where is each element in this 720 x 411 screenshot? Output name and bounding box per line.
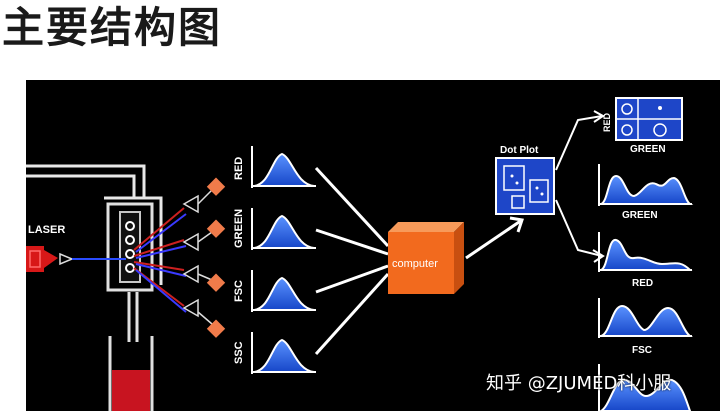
arrow-to-dotplot (465, 216, 524, 260)
output-histogram-red: RED (598, 232, 693, 289)
fluidics-tubing (26, 164, 163, 285)
flow-cell (106, 202, 154, 292)
output-label-2: GREEN (622, 210, 658, 221)
detector-label-red: RED (233, 157, 245, 180)
histogram-ssc (251, 332, 316, 374)
output-label-1: GREEN (630, 144, 666, 155)
detector-fsc (182, 264, 226, 292)
output-histogram-ssc (598, 364, 692, 411)
detector-label-ssc: SSC (233, 341, 245, 364)
output-label-3: RED (632, 278, 653, 289)
laser-source: LASER (26, 224, 126, 272)
histogram-red (251, 146, 316, 188)
diagram-canvas: LASER (26, 97, 694, 411)
computer-box: computer (388, 222, 464, 294)
watermark: 知乎 @ZJUMED科小服 (486, 373, 672, 394)
flow-cytometer-diagram: LASER (26, 80, 720, 411)
output-quadrant-plot: RED GREEN (602, 97, 683, 155)
detector-red (182, 177, 226, 214)
output-scatter-ylabel: RED (602, 112, 612, 132)
dot-plot-label: Dot Plot (500, 145, 539, 156)
slide-title: 主要结构图 (2, 3, 223, 52)
histogram-fsc (251, 270, 316, 312)
laser-label: LASER (28, 224, 65, 236)
histogram-green (251, 208, 316, 250)
detector-label-fsc: FSC (233, 280, 245, 302)
computer-label: computer (392, 258, 438, 270)
detector-green (182, 219, 226, 252)
signal-lines (314, 166, 390, 356)
output-histogram-green: GREEN (598, 164, 694, 221)
detector-label-green: GREEN (233, 209, 245, 248)
dot-plot-display: Dot Plot (495, 145, 555, 215)
detector-ssc (182, 298, 226, 338)
output-histogram-fsc: FSC (598, 298, 693, 356)
arrows-to-outputs (555, 110, 605, 263)
sample-tube (108, 292, 154, 411)
output-label-4: FSC (632, 345, 652, 356)
emission-beams (133, 207, 187, 313)
